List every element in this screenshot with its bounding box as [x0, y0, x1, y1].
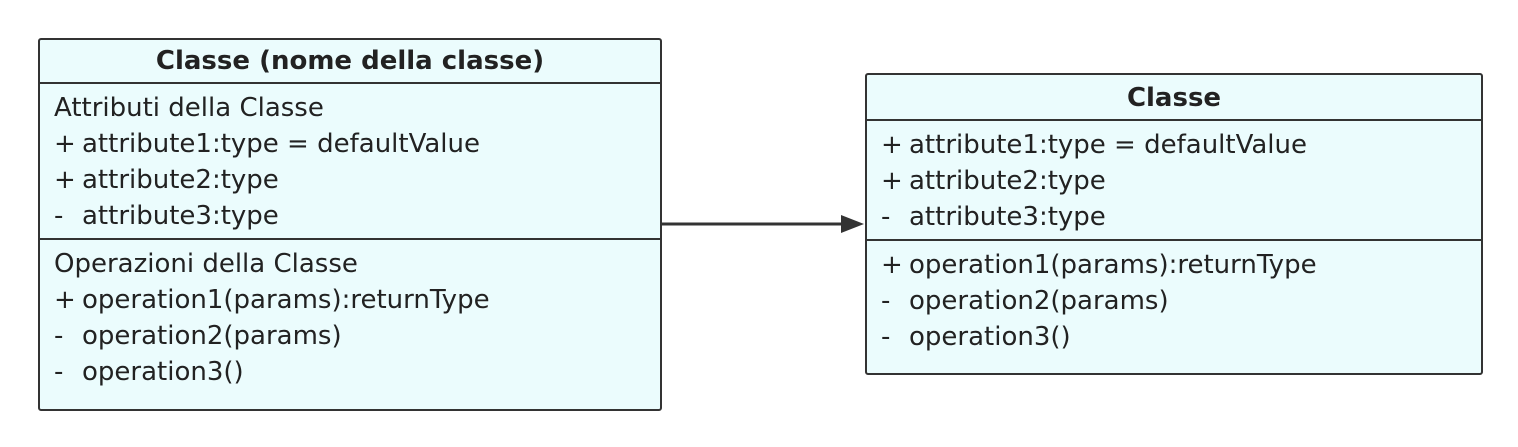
operation-row: + operation1(params):returnType: [54, 282, 646, 318]
visibility-marker: -: [881, 322, 891, 352]
attribute-text: attribute2:type: [909, 166, 1106, 196]
attribute-row: + attribute1:type = defaultValue: [881, 127, 1467, 163]
attribute-row: - attribute3:type: [881, 199, 1467, 235]
operation-row: - operation2(params): [54, 318, 646, 354]
operations-heading: Operazioni della Classe: [54, 249, 358, 279]
class-name: Classe (nome della classe): [40, 40, 660, 84]
class-name: Classe: [867, 75, 1481, 121]
uml-class-right[interactable]: Classe + attribute1:type = defaultValue …: [865, 73, 1483, 375]
attribute-row: + attribute2:type: [54, 162, 646, 198]
operation-text: operation2(params): [909, 286, 1169, 316]
operation-row: - operation3(): [54, 354, 646, 390]
operation-text: operation3(): [909, 322, 1071, 352]
attribute-text: attribute1:type = defaultValue: [82, 129, 480, 159]
operations-section: + operation1(params):returnType - operat…: [867, 239, 1481, 359]
visibility-marker: +: [881, 166, 903, 196]
visibility-marker: -: [54, 321, 64, 351]
visibility-marker: -: [881, 286, 891, 316]
attribute-text: attribute1:type = defaultValue: [909, 130, 1307, 160]
operation-row: - operation2(params): [881, 283, 1467, 319]
operation-row: - operation3(): [881, 319, 1467, 355]
visibility-marker: -: [881, 202, 891, 232]
operation-text: operation2(params): [82, 321, 342, 351]
attributes-section: Attributi della Classe + attribute1:type…: [40, 84, 660, 238]
operation-text: operation3(): [82, 357, 244, 387]
attribute-row: - attribute3:type: [54, 198, 646, 234]
arrow-head-icon: [841, 215, 864, 233]
attribute-text: attribute3:type: [82, 201, 279, 231]
attribute-text: attribute3:type: [909, 202, 1106, 232]
uml-class-left[interactable]: Classe (nome della classe) Attributi del…: [38, 38, 662, 411]
attributes-section: + attribute1:type = defaultValue + attri…: [867, 121, 1481, 239]
operations-section: Operazioni della Classe + operation1(par…: [40, 238, 660, 394]
operation-text: operation1(params):returnType: [82, 285, 490, 315]
visibility-marker: +: [54, 285, 76, 315]
attribute-row: + attribute1:type = defaultValue: [54, 126, 646, 162]
visibility-marker: -: [54, 201, 64, 231]
attributes-heading: Attributi della Classe: [54, 93, 324, 123]
visibility-marker: +: [54, 129, 76, 159]
attribute-row: + attribute2:type: [881, 163, 1467, 199]
attribute-text: attribute2:type: [82, 165, 279, 195]
visibility-marker: +: [881, 250, 903, 280]
visibility-marker: -: [54, 357, 64, 387]
operation-row: + operation1(params):returnType: [881, 247, 1467, 283]
operation-text: operation1(params):returnType: [909, 250, 1317, 280]
visibility-marker: +: [881, 130, 903, 160]
visibility-marker: +: [54, 165, 76, 195]
